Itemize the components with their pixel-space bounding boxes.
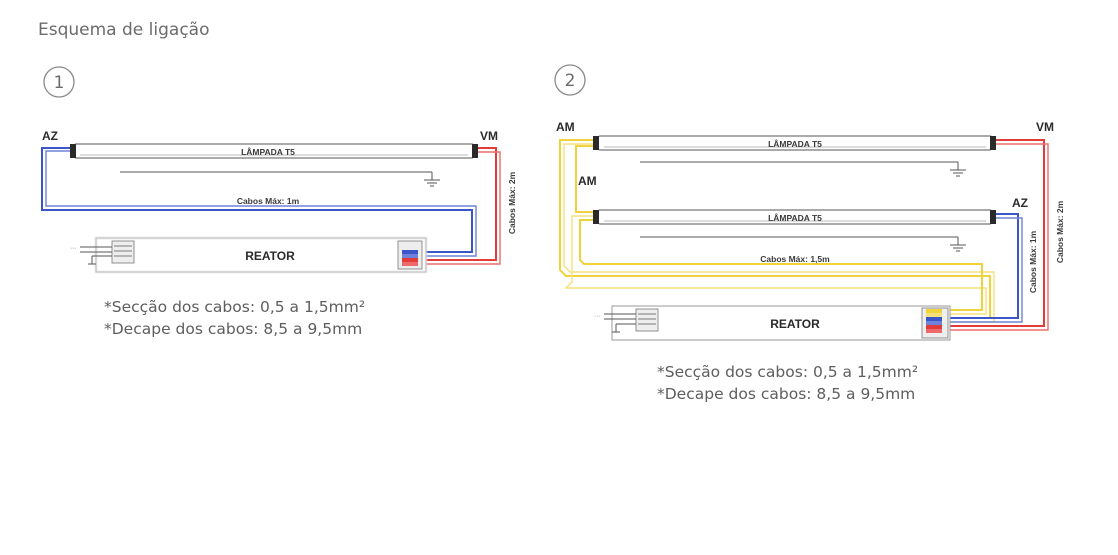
diagram-2-label-am-mid: AM xyxy=(578,174,597,188)
diagram-1-note-cable-strip: *Decape dos cabos: 8,5 a 9,5mm xyxy=(104,320,363,338)
diagram-1-cable-horizontal-label: Cabos Máx: 1m xyxy=(237,196,300,206)
diagram-2-cable-vertical-inner-label: Cabos Máx: 1m xyxy=(1028,230,1038,293)
diagram-2-ballast: REATOR ⋯ xyxy=(594,305,951,341)
diagram-2-label-az: AZ xyxy=(1012,196,1028,210)
diagram-2-notes: *Secção dos cabos: 0,5 a 1,5mm² *Decape … xyxy=(657,361,918,405)
diagram-2-red-wire xyxy=(940,139,1049,331)
diagram-1-label-vm: VM xyxy=(480,129,498,143)
diagram-1-ground-symbol xyxy=(424,172,440,187)
diagram-2-lamp-bottom-label: LÂMPADA T5 xyxy=(768,212,822,223)
diagram-2-note-cable-strip: *Decape dos cabos: 8,5 a 9,5mm xyxy=(657,385,916,403)
diagram-1-lamp-label: LÂMPADA T5 xyxy=(241,146,295,157)
diagram-2-lamp-top: LÂMPADA T5 xyxy=(593,135,996,151)
diagram-1: 1 AZ VM LÂMPADA T5 xyxy=(41,66,517,274)
diagram-2-yellow-wire xyxy=(559,139,995,323)
diagram-2-ground-symbol-bottom xyxy=(950,237,966,252)
diagram-2-lamp-top-label: LÂMPADA T5 xyxy=(768,138,822,149)
diagram-1-red-wire xyxy=(402,147,501,265)
page-title: Esquema de ligação xyxy=(38,20,210,40)
diagram-1-cable-vertical-label: Cabos Máx: 2m xyxy=(507,171,517,234)
diagram-2-ground-symbol-top xyxy=(950,162,966,177)
diagram-2-label-am-top: AM xyxy=(556,120,575,134)
diagram-1-blue-wire xyxy=(41,147,477,257)
diagram-1-label-az: AZ xyxy=(42,129,58,143)
diagram-2: 2 AM AM VM AZ LÂMPADA T5 xyxy=(554,64,1065,341)
diagram-2-cable-horizontal-label: Cabos Máx: 1,5m xyxy=(760,254,830,264)
diagram-1-lamp: LÂMPADA T5 xyxy=(70,143,478,159)
diagram-2-ballast-label: REATOR xyxy=(770,317,820,331)
svg-text:⋯: ⋯ xyxy=(70,245,76,252)
svg-text:⋯: ⋯ xyxy=(594,313,600,320)
diagram-1-notes: *Secção dos cabos: 0,5 a 1,5mm² *Decape … xyxy=(104,296,365,340)
diagram-2-blue-wire xyxy=(940,213,1023,323)
diagram-1-ballast-input-terminal: ⋯ xyxy=(70,240,135,265)
diagram-2-label-vm: VM xyxy=(1036,120,1054,134)
diagram-2-ballast-output-terminal xyxy=(921,307,949,339)
diagram-1-ballast-label: REATOR xyxy=(245,249,295,263)
diagram-2-number: 2 xyxy=(565,71,576,91)
diagram-1-ballast-output-terminal xyxy=(397,240,423,270)
diagram-1-ballast: REATOR ⋯ xyxy=(70,236,428,274)
diagram-2-ballast-input-terminal: ⋯ xyxy=(594,308,659,333)
diagram-1-number: 1 xyxy=(54,73,65,93)
diagram-2-number-circle xyxy=(554,64,586,96)
diagram-1-note-cable-section: *Secção dos cabos: 0,5 a 1,5mm² xyxy=(104,298,366,316)
diagram-1-number-circle xyxy=(43,66,75,98)
diagram-2-lamp-bottom: LÂMPADA T5 xyxy=(593,209,996,225)
diagram-2-cable-vertical-outer-label: Cabos Máx: 2m xyxy=(1055,200,1065,263)
diagram-2-note-cable-section: *Secção dos cabos: 0,5 a 1,5mm² xyxy=(657,363,919,381)
